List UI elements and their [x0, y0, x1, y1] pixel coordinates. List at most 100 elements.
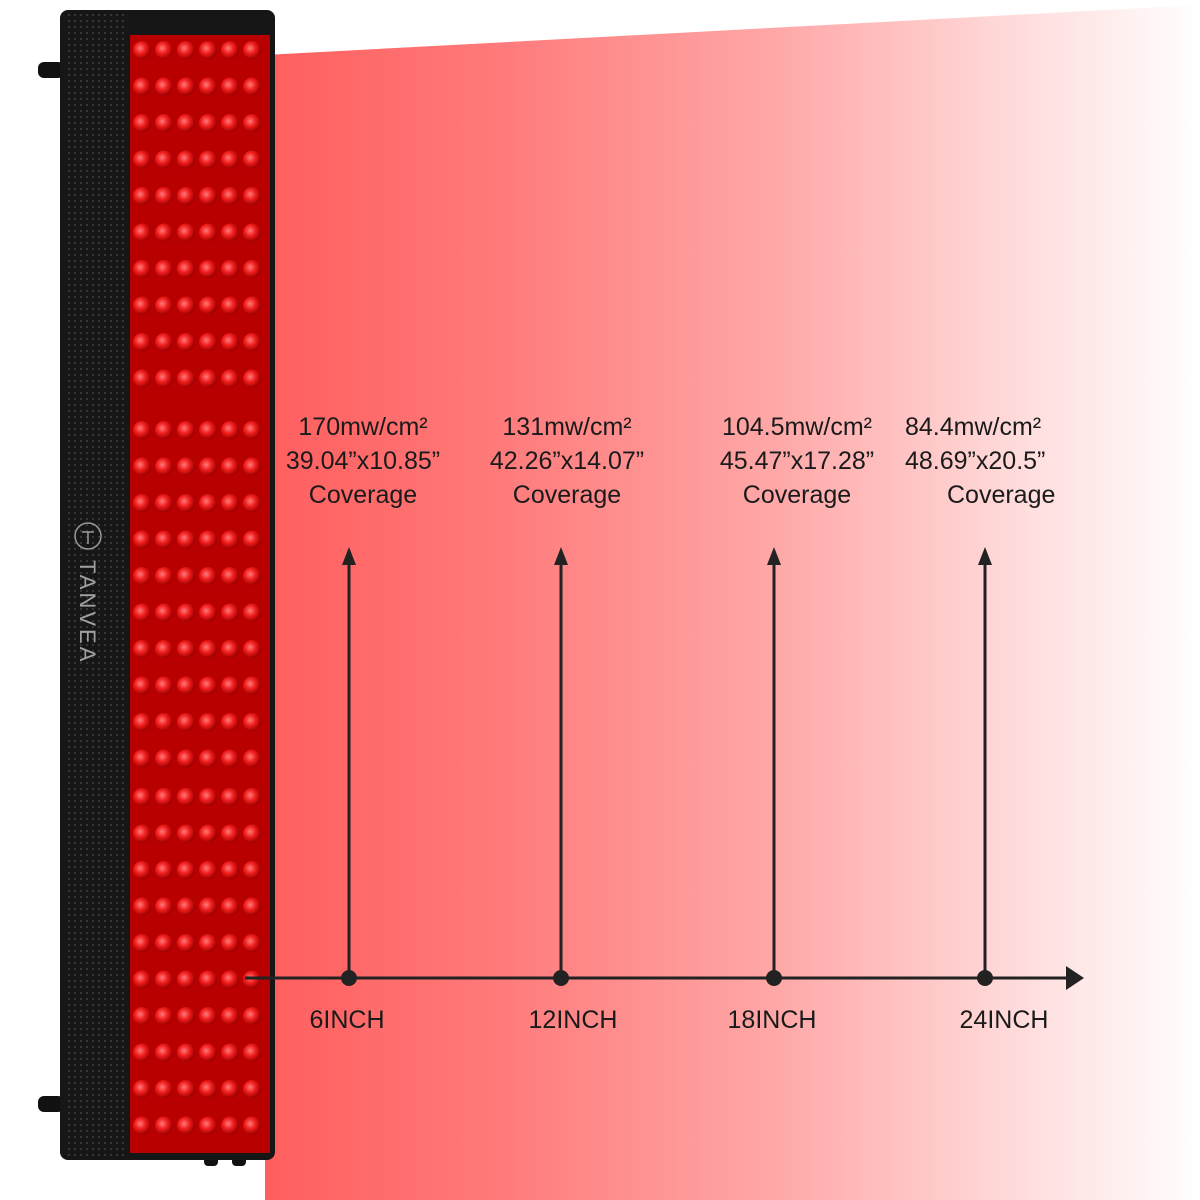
measurement-12in: 131mw/cm² 42.26”x14.07” Coverage: [452, 410, 682, 512]
led-bulb: [243, 1080, 261, 1098]
led-bulb: [133, 187, 151, 205]
led-bulb: [133, 676, 151, 695]
led-bulb: [221, 676, 239, 695]
led-bulb: [221, 260, 239, 278]
led-bulb: [243, 41, 261, 59]
led-bulb: [133, 713, 151, 731]
mount-peg-top: [38, 62, 64, 78]
led-bulb: [155, 970, 173, 989]
mount-peg-bottom: [38, 1096, 64, 1112]
coverage-label: Coverage: [742, 481, 852, 509]
led-bulb: [243, 788, 261, 806]
led-bulb: [243, 934, 261, 952]
led-bulb: [177, 824, 195, 843]
led-bulb: [177, 861, 195, 879]
coverage-size: 39.04”x10.85”: [285, 447, 441, 475]
led-bulb: [243, 223, 261, 242]
panel-led-face: [130, 35, 270, 1153]
led-bulb: [155, 1007, 173, 1025]
coverage-label: Coverage: [947, 481, 1056, 509]
led-bulb: [177, 676, 195, 695]
brand-name: TANVEA: [75, 560, 100, 664]
led-bulb: [221, 897, 239, 916]
led-bulb: [243, 457, 261, 476]
led-bulb: [177, 369, 195, 388]
led-bulb: [155, 530, 173, 549]
led-bulb: [133, 934, 151, 952]
led-bulb: [177, 494, 195, 512]
led-bulb: [221, 187, 239, 205]
led-bulb: [199, 567, 217, 585]
led-bulb: [133, 1043, 151, 1062]
led-bulb: [133, 421, 151, 439]
led-bulb: [243, 713, 261, 731]
axis-arrow-head: [1066, 966, 1084, 990]
led-bulb: [177, 934, 195, 952]
led-bulb: [155, 567, 173, 585]
led-bulb: [155, 114, 173, 132]
led-bulb: [243, 1043, 261, 1062]
led-bulb: [221, 530, 239, 549]
led-bulb: [133, 1116, 151, 1135]
led-bulb: [177, 1116, 195, 1135]
led-bulb: [177, 114, 195, 132]
led-bulb: [155, 676, 173, 695]
led-bulb: [155, 77, 173, 96]
led-bulb: [133, 369, 151, 388]
led-bulb: [199, 824, 217, 843]
led-bulb: [199, 530, 217, 549]
led-bulb: [177, 421, 195, 439]
led-bulb: [177, 713, 195, 731]
led-bulb: [133, 640, 151, 658]
led-bulb: [133, 970, 151, 989]
led-bulb: [221, 1116, 239, 1135]
led-bulb: [177, 567, 195, 585]
led-bulb: [199, 421, 217, 439]
irradiance-value: 170mw/cm²: [298, 413, 428, 441]
led-bulb: [133, 1080, 151, 1098]
red-light-panel: TANVEA: [38, 10, 275, 1166]
led-bulb: [133, 530, 151, 549]
led-bulb: [199, 41, 217, 59]
distance-label-18in: 18INCH: [727, 1006, 817, 1034]
led-bulb: [155, 223, 173, 242]
led-bulb: [155, 788, 173, 806]
led-bulb: [199, 603, 217, 622]
coverage-size: 48.69”x20.5”: [905, 447, 1046, 475]
led-bulb: [199, 713, 217, 731]
led-bulb: [199, 114, 217, 132]
led-bulb: [221, 640, 239, 658]
led-bulb: [221, 223, 239, 242]
led-bulb: [243, 749, 261, 768]
led-bulb: [243, 114, 261, 132]
led-bulb: [133, 260, 151, 278]
led-bulb: [243, 421, 261, 439]
led-bulb: [199, 1007, 217, 1025]
led-bulb: [199, 788, 217, 806]
measurement-24in: 84.4mw/cm² 48.69”x20.5” Coverage: [905, 410, 1125, 512]
led-bulb: [133, 567, 151, 585]
led-bulb: [155, 150, 173, 169]
led-bulb: [221, 457, 239, 476]
led-bulb: [177, 223, 195, 242]
led-bulb: [243, 296, 261, 315]
led-bulb: [221, 970, 239, 989]
led-bulb: [199, 333, 217, 351]
led-bulb: [177, 1043, 195, 1062]
led-bulb: [243, 260, 261, 278]
led-bulb: [221, 713, 239, 731]
led-bulb: [133, 897, 151, 916]
led-bulb: [221, 788, 239, 806]
led-bulb: [243, 333, 261, 351]
measurement-18in: 104.5mw/cm² 45.47”x17.28” Coverage: [682, 410, 912, 512]
led-bulb: [177, 749, 195, 768]
led-bulb: [221, 749, 239, 768]
irradiance-value: 131mw/cm²: [502, 413, 632, 441]
led-bulb: [221, 567, 239, 585]
led-bulb: [133, 1007, 151, 1025]
led-bulb: [133, 824, 151, 843]
led-bulb: [177, 603, 195, 622]
led-bulb: [243, 1007, 261, 1025]
